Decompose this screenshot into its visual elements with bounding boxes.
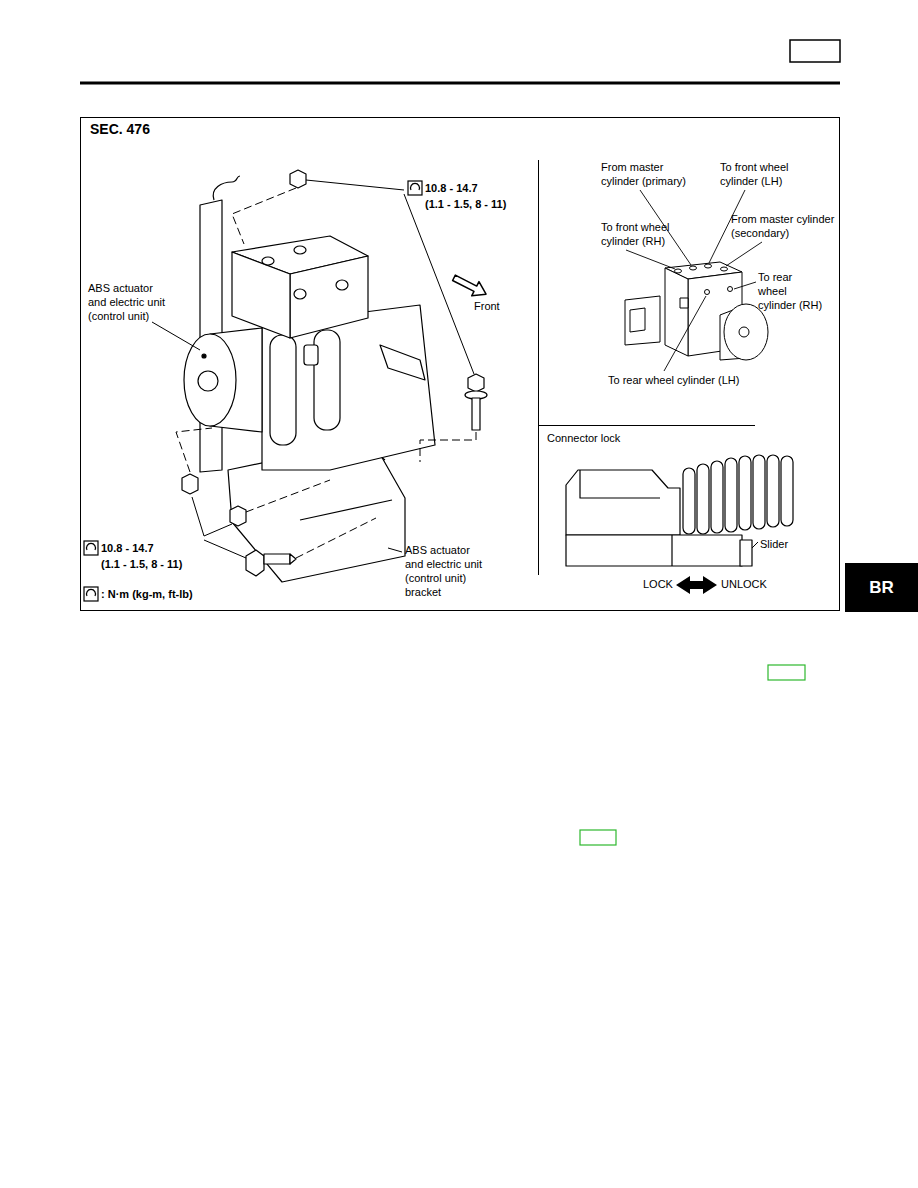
lock-label: LOCK: [643, 577, 677, 591]
part-label: Slider: [760, 537, 820, 551]
torque-spec: 10.8 - 14.7 (1.1 - 1.5, 8 - 11): [101, 540, 193, 572]
tab-text: BR: [869, 578, 894, 598]
lock-label: UNLOCK: [721, 577, 781, 591]
panel-title: Connector lock: [547, 431, 667, 445]
part-label: ABS actuator and electric unit (control …: [88, 281, 168, 323]
port-label: From master cylinder (primary): [601, 160, 693, 188]
port-label: To rear wheel cylinder (RH): [758, 270, 824, 312]
section-tab: BR: [845, 563, 918, 612]
spacer: [495, 180, 517, 191]
port-label: To rear wheel cylinder (LH): [608, 373, 758, 387]
spacer: [171, 540, 193, 551]
direction-label: Front: [474, 299, 514, 313]
section-number: SEC. 476: [90, 121, 210, 137]
part-label: ABS actuator and electric unit (control …: [405, 543, 487, 599]
port-label: From master cylinder (secondary): [731, 212, 835, 240]
port-label: To front wheel cylinder (RH): [601, 220, 681, 248]
port-label: To front wheel cylinder (LH): [720, 160, 800, 188]
unit-note: : N·m (kg-m, ft-lb): [101, 587, 241, 601]
torque-spec: 10.8 - 14.7 (1.1 - 1.5, 8 - 11): [425, 180, 517, 212]
